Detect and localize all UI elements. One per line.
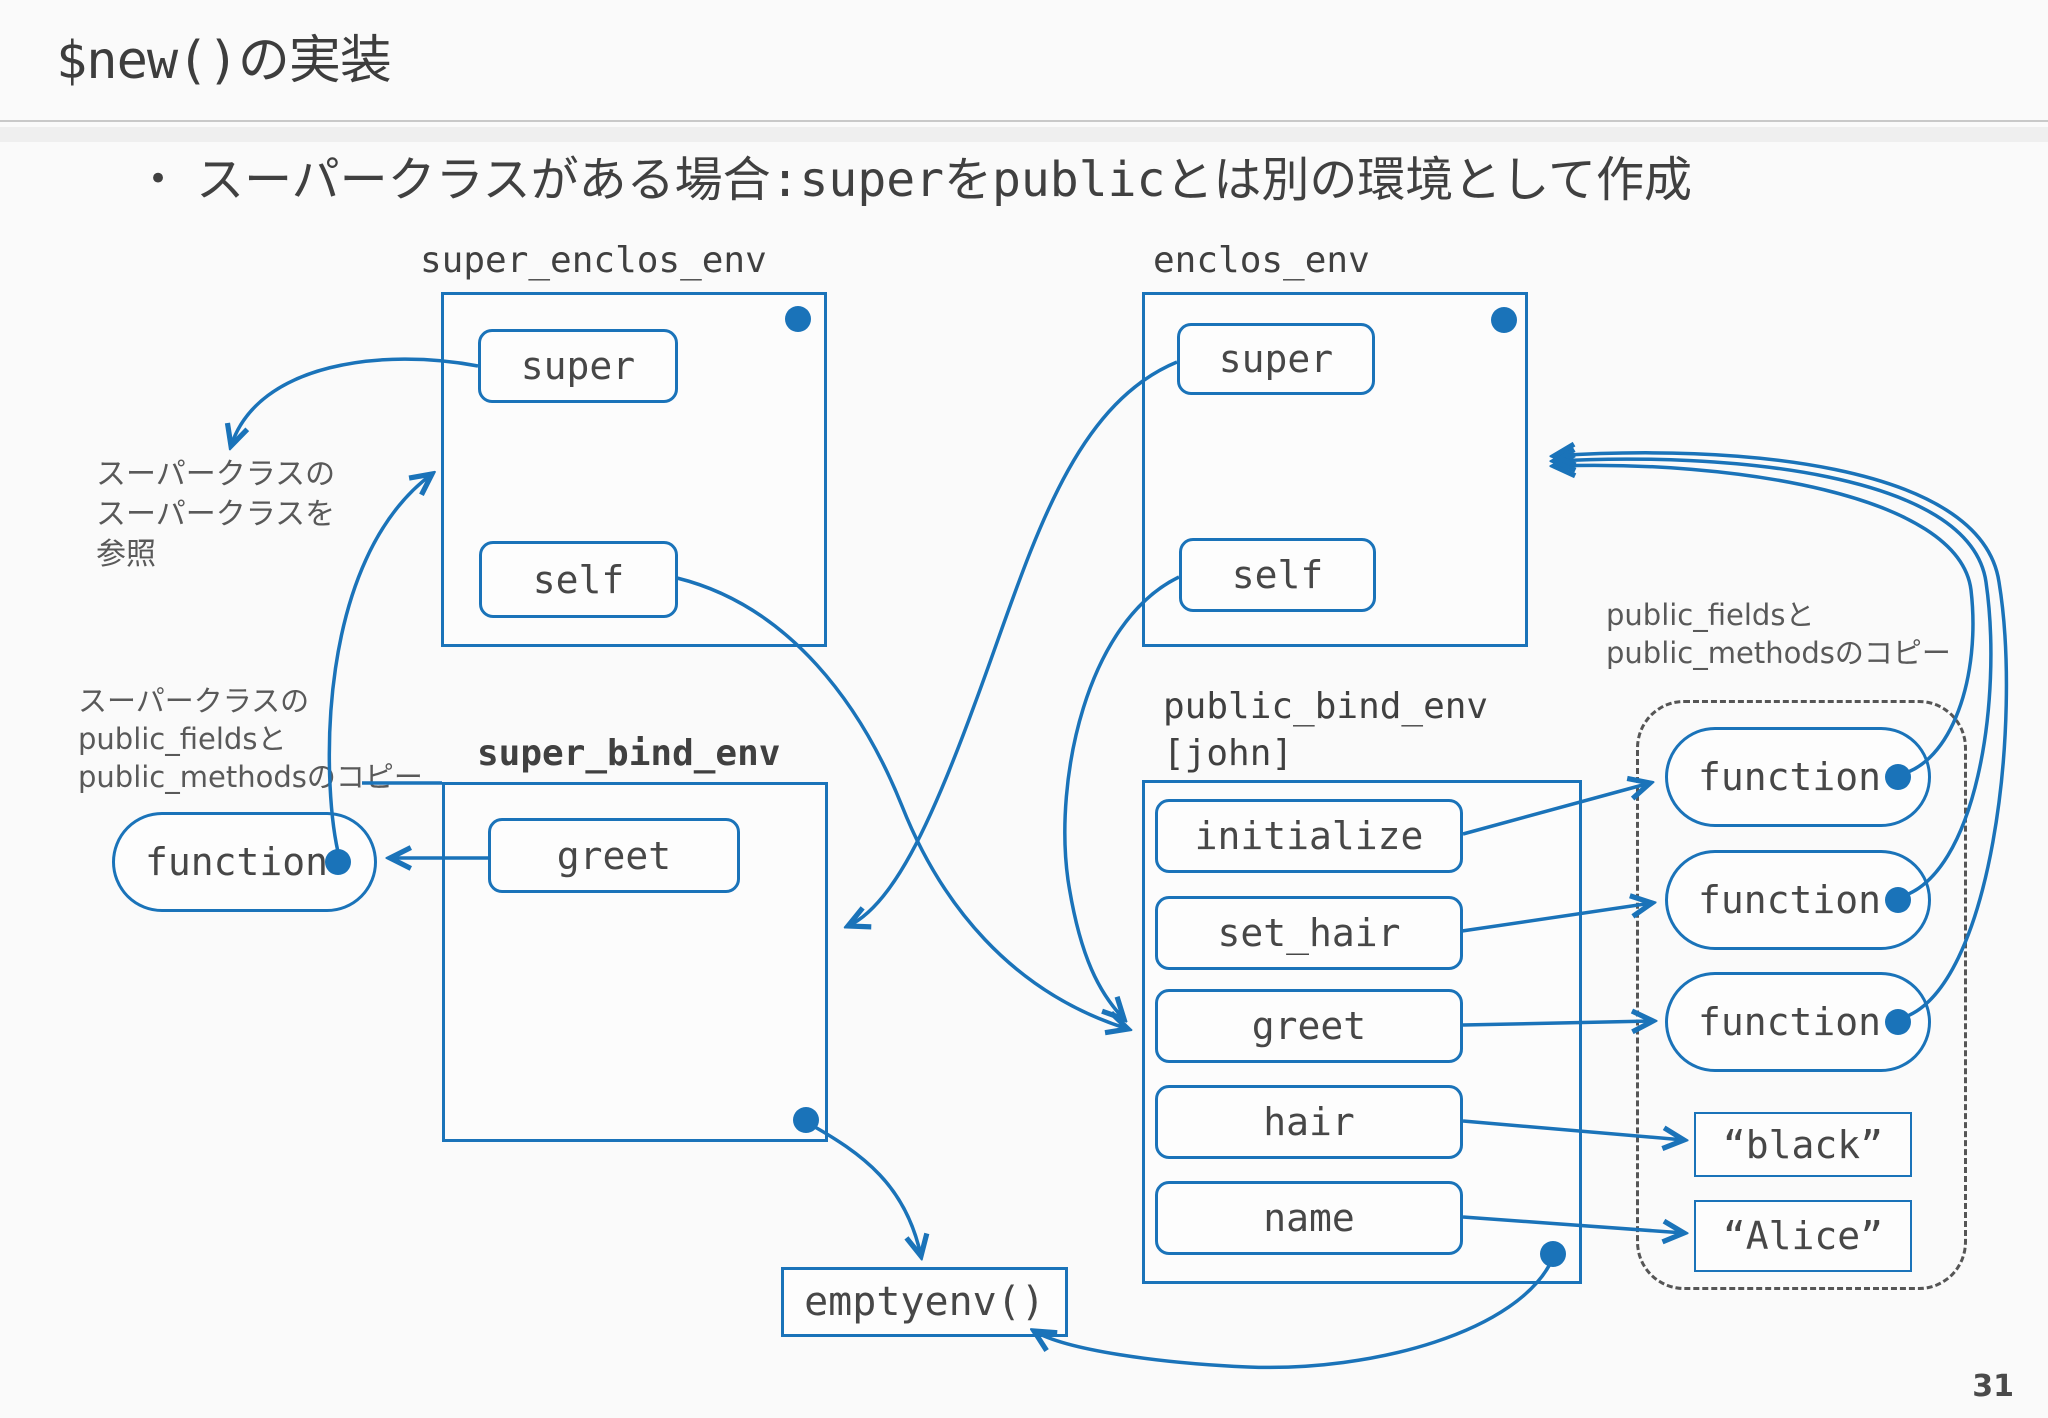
var-super-bind-greet: greet	[488, 818, 740, 893]
arrow-super-to-super-bind	[848, 360, 1178, 926]
left-function-oval: function	[112, 812, 377, 912]
label-enclos-env: enclos_env	[1153, 240, 1370, 281]
value-black-box: “black”	[1694, 1112, 1912, 1177]
value-alice-box: “Alice”	[1694, 1200, 1912, 1272]
var-public-name: name	[1155, 1181, 1463, 1255]
annotation-public-copy: public_fieldsと public_methodsのコピー	[1606, 598, 1951, 670]
page-number: 31	[1972, 1369, 2014, 1404]
bullet-row: • スーパークラスがある場合:superをpublicとは別の環境として作成	[148, 140, 2008, 210]
bullet-marker: •	[148, 159, 169, 199]
annotation-superclass-copy: スーパークラスの public_fieldsと public_methodsのコ…	[78, 684, 423, 794]
page-title: $new()の実装	[56, 31, 392, 91]
annotation-superclass-ref: スーパークラスの スーパークラスを 参照	[96, 457, 336, 572]
var-public-set-hair: set_hair	[1155, 896, 1463, 970]
var-super-enclos-super: super	[478, 329, 678, 403]
right-function-oval-1: function	[1665, 727, 1931, 827]
emptyenv-box: emptyenv()	[781, 1267, 1068, 1337]
var-public-hair: hair	[1155, 1085, 1463, 1159]
var-enclos-self: self	[1179, 538, 1376, 612]
label-super-bind-env: super_bind_env	[477, 733, 781, 774]
var-public-initialize: initialize	[1155, 799, 1463, 873]
var-public-greet: greet	[1155, 989, 1463, 1063]
arrow-super-bind-to-emptyenv	[805, 1120, 921, 1256]
label-public-bind-env-john: [john]	[1163, 733, 1294, 774]
right-function-oval-3: function	[1665, 972, 1931, 1072]
bullet-text: スーパークラスがある場合:superをpublicとは別の環境として作成	[196, 152, 1692, 208]
title-divider-line	[0, 120, 2048, 122]
title-divider-band	[0, 127, 2048, 142]
var-enclos-super: super	[1177, 323, 1375, 395]
right-function-oval-2: function	[1665, 850, 1931, 950]
label-public-bind-env: public_bind_env	[1163, 686, 1489, 727]
label-super-enclos-env: super_enclos_env	[420, 240, 767, 281]
var-super-enclos-self: self	[479, 541, 678, 618]
